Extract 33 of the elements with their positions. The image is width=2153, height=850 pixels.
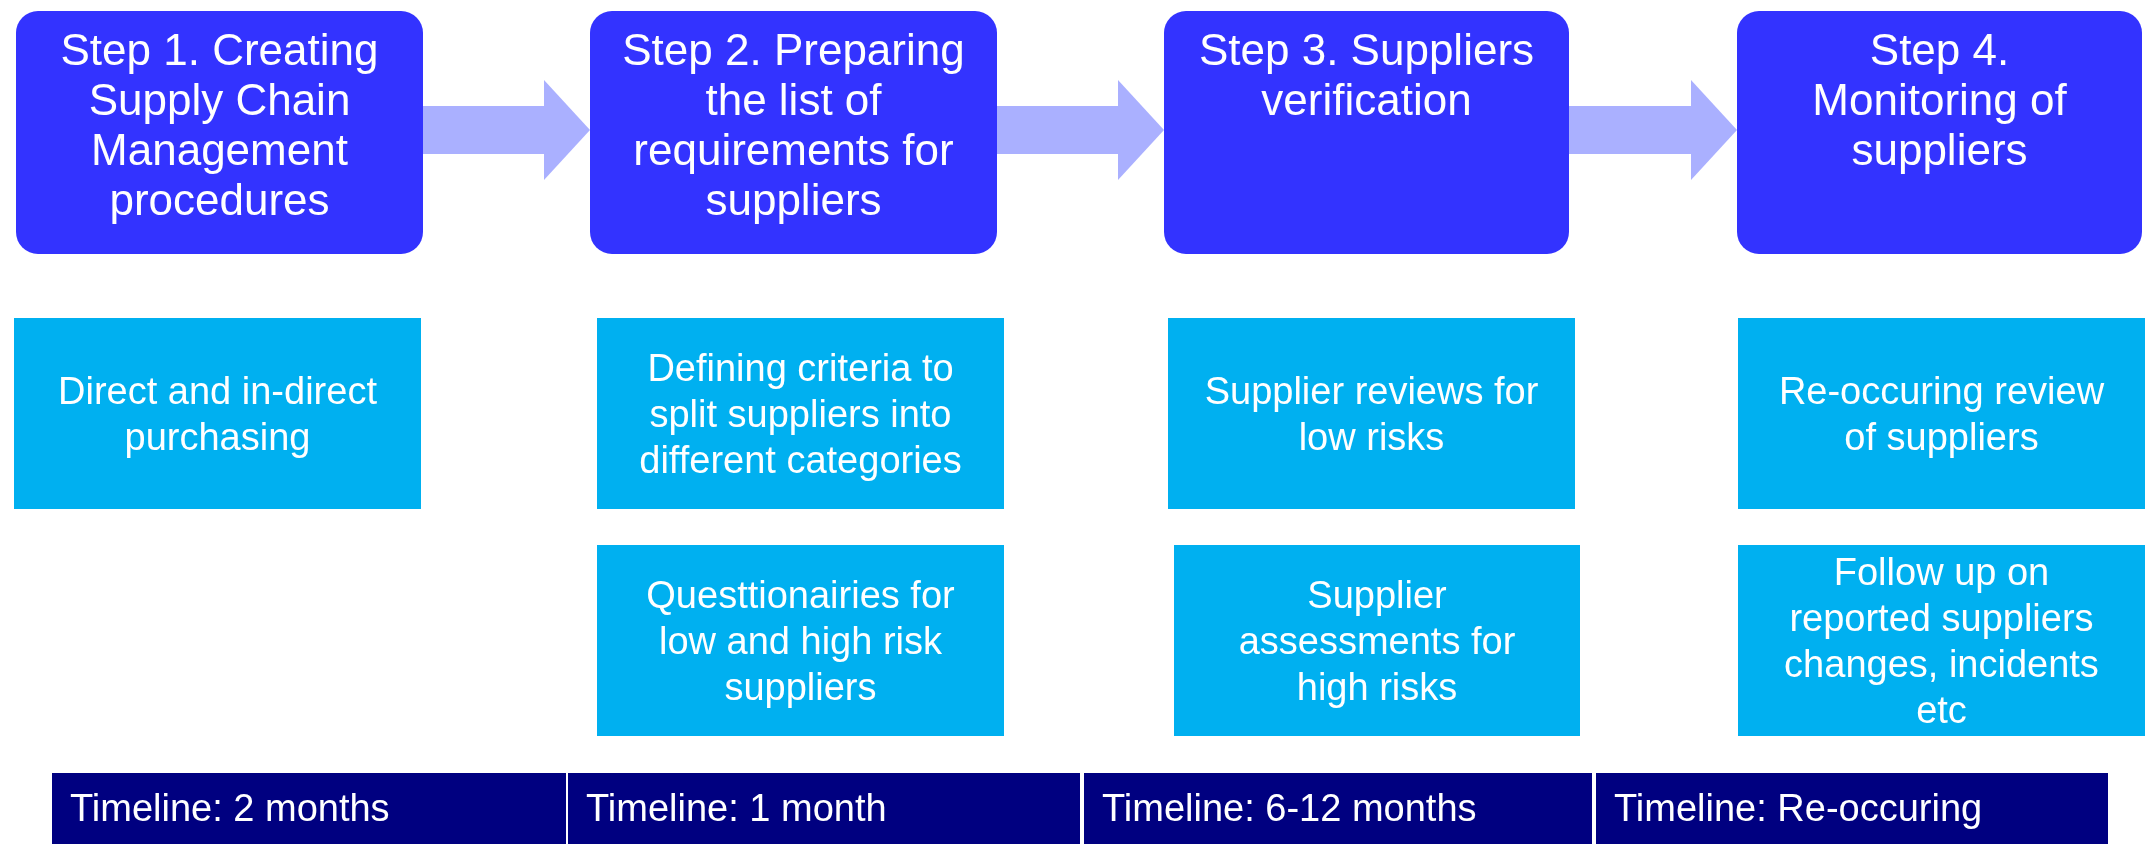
task-box	[1174, 545, 1580, 736]
node-text: Step 4. Monitoring of suppliers	[1811, 25, 2068, 175]
node-text: Timeline: 6-12 months	[1102, 787, 1477, 830]
node-text: Supplier assessments for high risks	[1237, 572, 1517, 710]
node-text: Timeline: 1 month	[586, 787, 887, 830]
node-text: Direct and in-direct purchasing	[57, 368, 378, 460]
node-text: Timeline: Re-occuring	[1614, 787, 1983, 830]
node-text: Questtionairies for low and high risk suppliers	[645, 572, 956, 710]
task-box	[1168, 318, 1575, 509]
step-box	[16, 11, 423, 254]
timeline-cell	[1084, 773, 1592, 844]
node-text: Timeline: 2 months	[70, 787, 390, 830]
arrow	[1569, 80, 1737, 180]
task-box	[597, 318, 1004, 509]
step-box	[590, 11, 997, 254]
timeline-cell	[1596, 773, 2108, 844]
node-text: Re-occuring review of suppliers	[1777, 368, 2106, 460]
task-box	[1738, 318, 2145, 509]
timeline-cell	[568, 773, 1080, 844]
node-text: Defining criteria to split suppliers into different categories	[638, 345, 963, 483]
node-text: Supplier reviews for low risks	[1203, 368, 1540, 460]
node-text: Step 3. Suppliers verification	[1197, 25, 1536, 125]
task-box	[1738, 545, 2145, 736]
step-box	[1737, 11, 2142, 254]
task-box	[14, 318, 421, 509]
step-box	[1164, 11, 1569, 254]
arrow	[423, 80, 590, 180]
arrow	[997, 80, 1164, 180]
node-text: Step 1. Creating Supply Chain Management procedures	[59, 25, 380, 225]
node-text: Follow up on reported suppliers changes, incidents etc	[1783, 549, 2100, 733]
timeline-cell	[52, 773, 566, 844]
task-box	[597, 545, 1004, 736]
node-text: Step 2. Preparing the list of requirements for suppliers	[621, 25, 966, 225]
